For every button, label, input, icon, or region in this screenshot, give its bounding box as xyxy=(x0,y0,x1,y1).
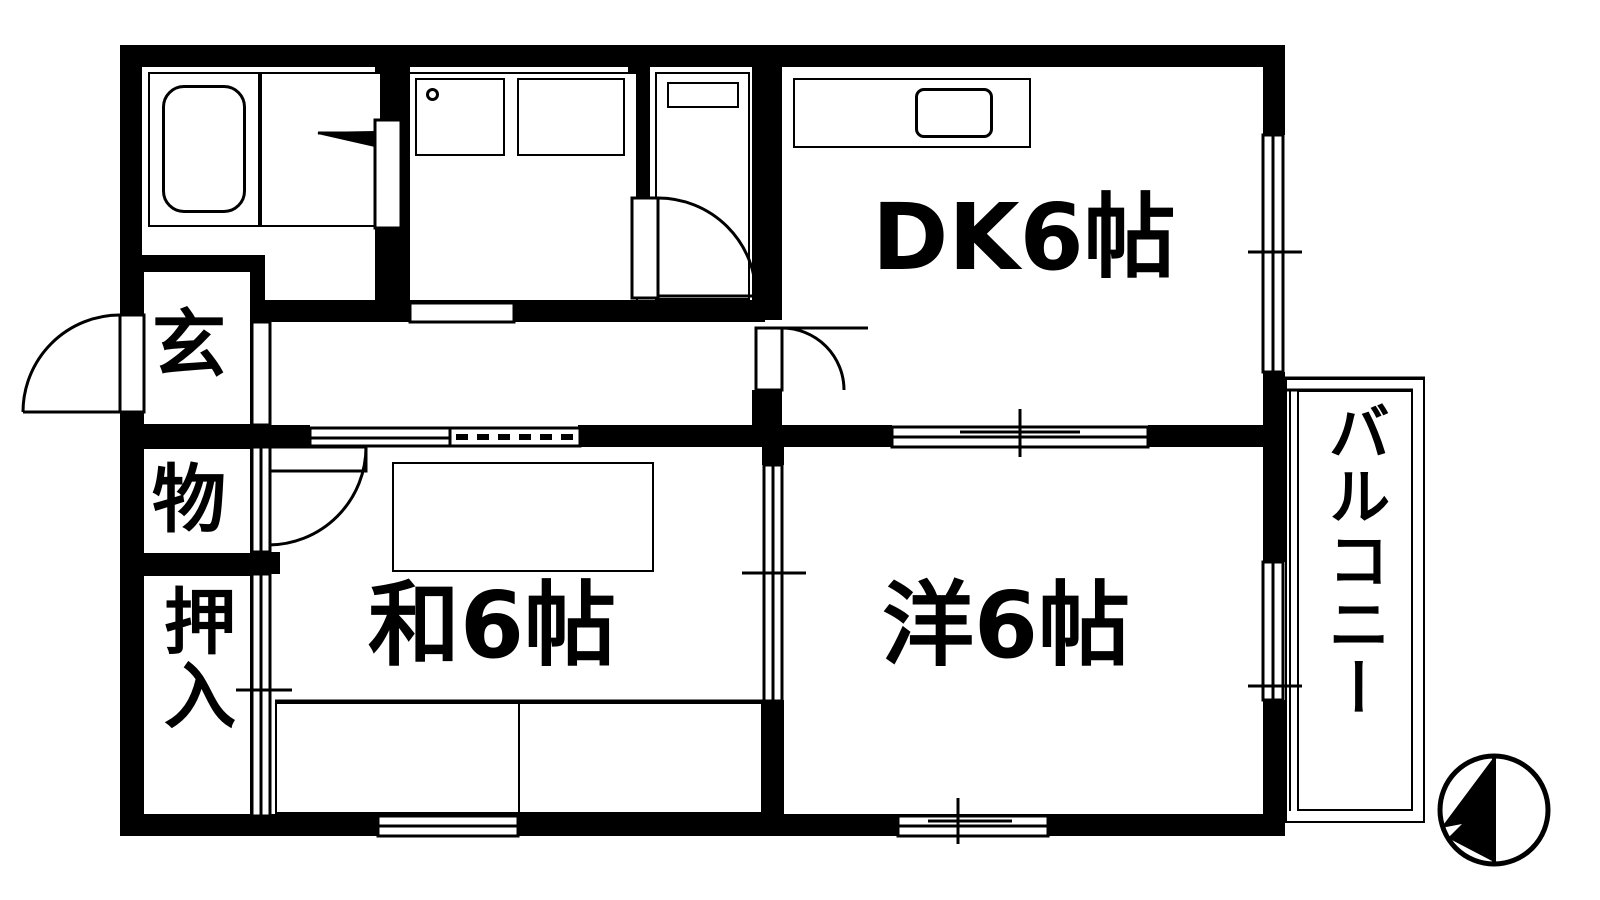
mono-floor xyxy=(142,447,252,555)
room-label-balcony: バルコニー xyxy=(1317,400,1391,720)
genkan-floor xyxy=(142,270,252,426)
kitchen-sink-icon xyxy=(915,88,993,138)
wall-exterior-right-mid xyxy=(1263,372,1285,562)
room-label-mono: 物 xyxy=(152,457,226,543)
wall-corridor-bottom-mid xyxy=(578,425,778,447)
wall-exterior-left-upper xyxy=(120,45,142,300)
kitchen-counter xyxy=(793,78,1031,148)
wall-washitsu-yoshitsu-lower xyxy=(762,700,784,836)
wall-corridor-top-left xyxy=(265,300,410,322)
corridor-jambs xyxy=(250,320,272,427)
bathtub-icon xyxy=(162,85,246,213)
room-label-dk: DK6帖 xyxy=(872,184,1176,291)
wall-washitsu-yoshitsu-upper xyxy=(762,425,784,465)
entry-door-swing-icon xyxy=(21,313,146,414)
vanity-counter xyxy=(517,78,625,156)
dk-door-swing-icon xyxy=(754,326,868,392)
wall-exterior-right-upper xyxy=(1263,45,1285,135)
wall-corridor-top-right xyxy=(515,300,765,322)
room-label-genkan: 玄 xyxy=(152,302,226,388)
wall-exterior-left-lower xyxy=(120,436,142,836)
window-yoshitsu-north xyxy=(890,409,1150,457)
washing-machine-space xyxy=(415,78,505,156)
washitsu-upper-shelf xyxy=(392,462,654,572)
wall-exterior-bottom xyxy=(120,814,1285,836)
bath-anteroom xyxy=(260,72,382,227)
wall-mono-bottom xyxy=(120,552,280,574)
drain-icon xyxy=(426,88,439,101)
tatami-mat xyxy=(275,702,520,814)
toilet-tank-icon xyxy=(667,82,739,108)
tatami-mat xyxy=(518,702,763,814)
balcony-outline-inner xyxy=(1297,390,1413,811)
wall-yoshitsu-top-left xyxy=(762,425,892,447)
wall-toilet-jamb-lower xyxy=(628,192,650,200)
washitsu-door-swing-icon xyxy=(266,445,368,547)
wall-exterior-top xyxy=(120,45,1285,67)
wall-yoshitsu-top-right xyxy=(1148,425,1285,447)
washroom-door-opening xyxy=(408,301,516,324)
wall-toilet-dk xyxy=(752,45,782,320)
wall-exterior-right-lower xyxy=(1263,700,1285,836)
room-label-oshiire: 押入 xyxy=(151,584,236,732)
window-dk-east xyxy=(1248,133,1302,374)
north-arrow-icon xyxy=(1437,753,1551,867)
oshiire-floor xyxy=(142,574,252,816)
fusuma-sliding-door-icon xyxy=(308,426,582,448)
wall-corridor-bottom-left xyxy=(120,425,310,447)
interior-sliding-partition xyxy=(742,463,806,703)
room-label-washitsu: 和6帖 xyxy=(368,572,617,679)
room-label-yoshitsu: 洋6帖 xyxy=(882,572,1131,679)
